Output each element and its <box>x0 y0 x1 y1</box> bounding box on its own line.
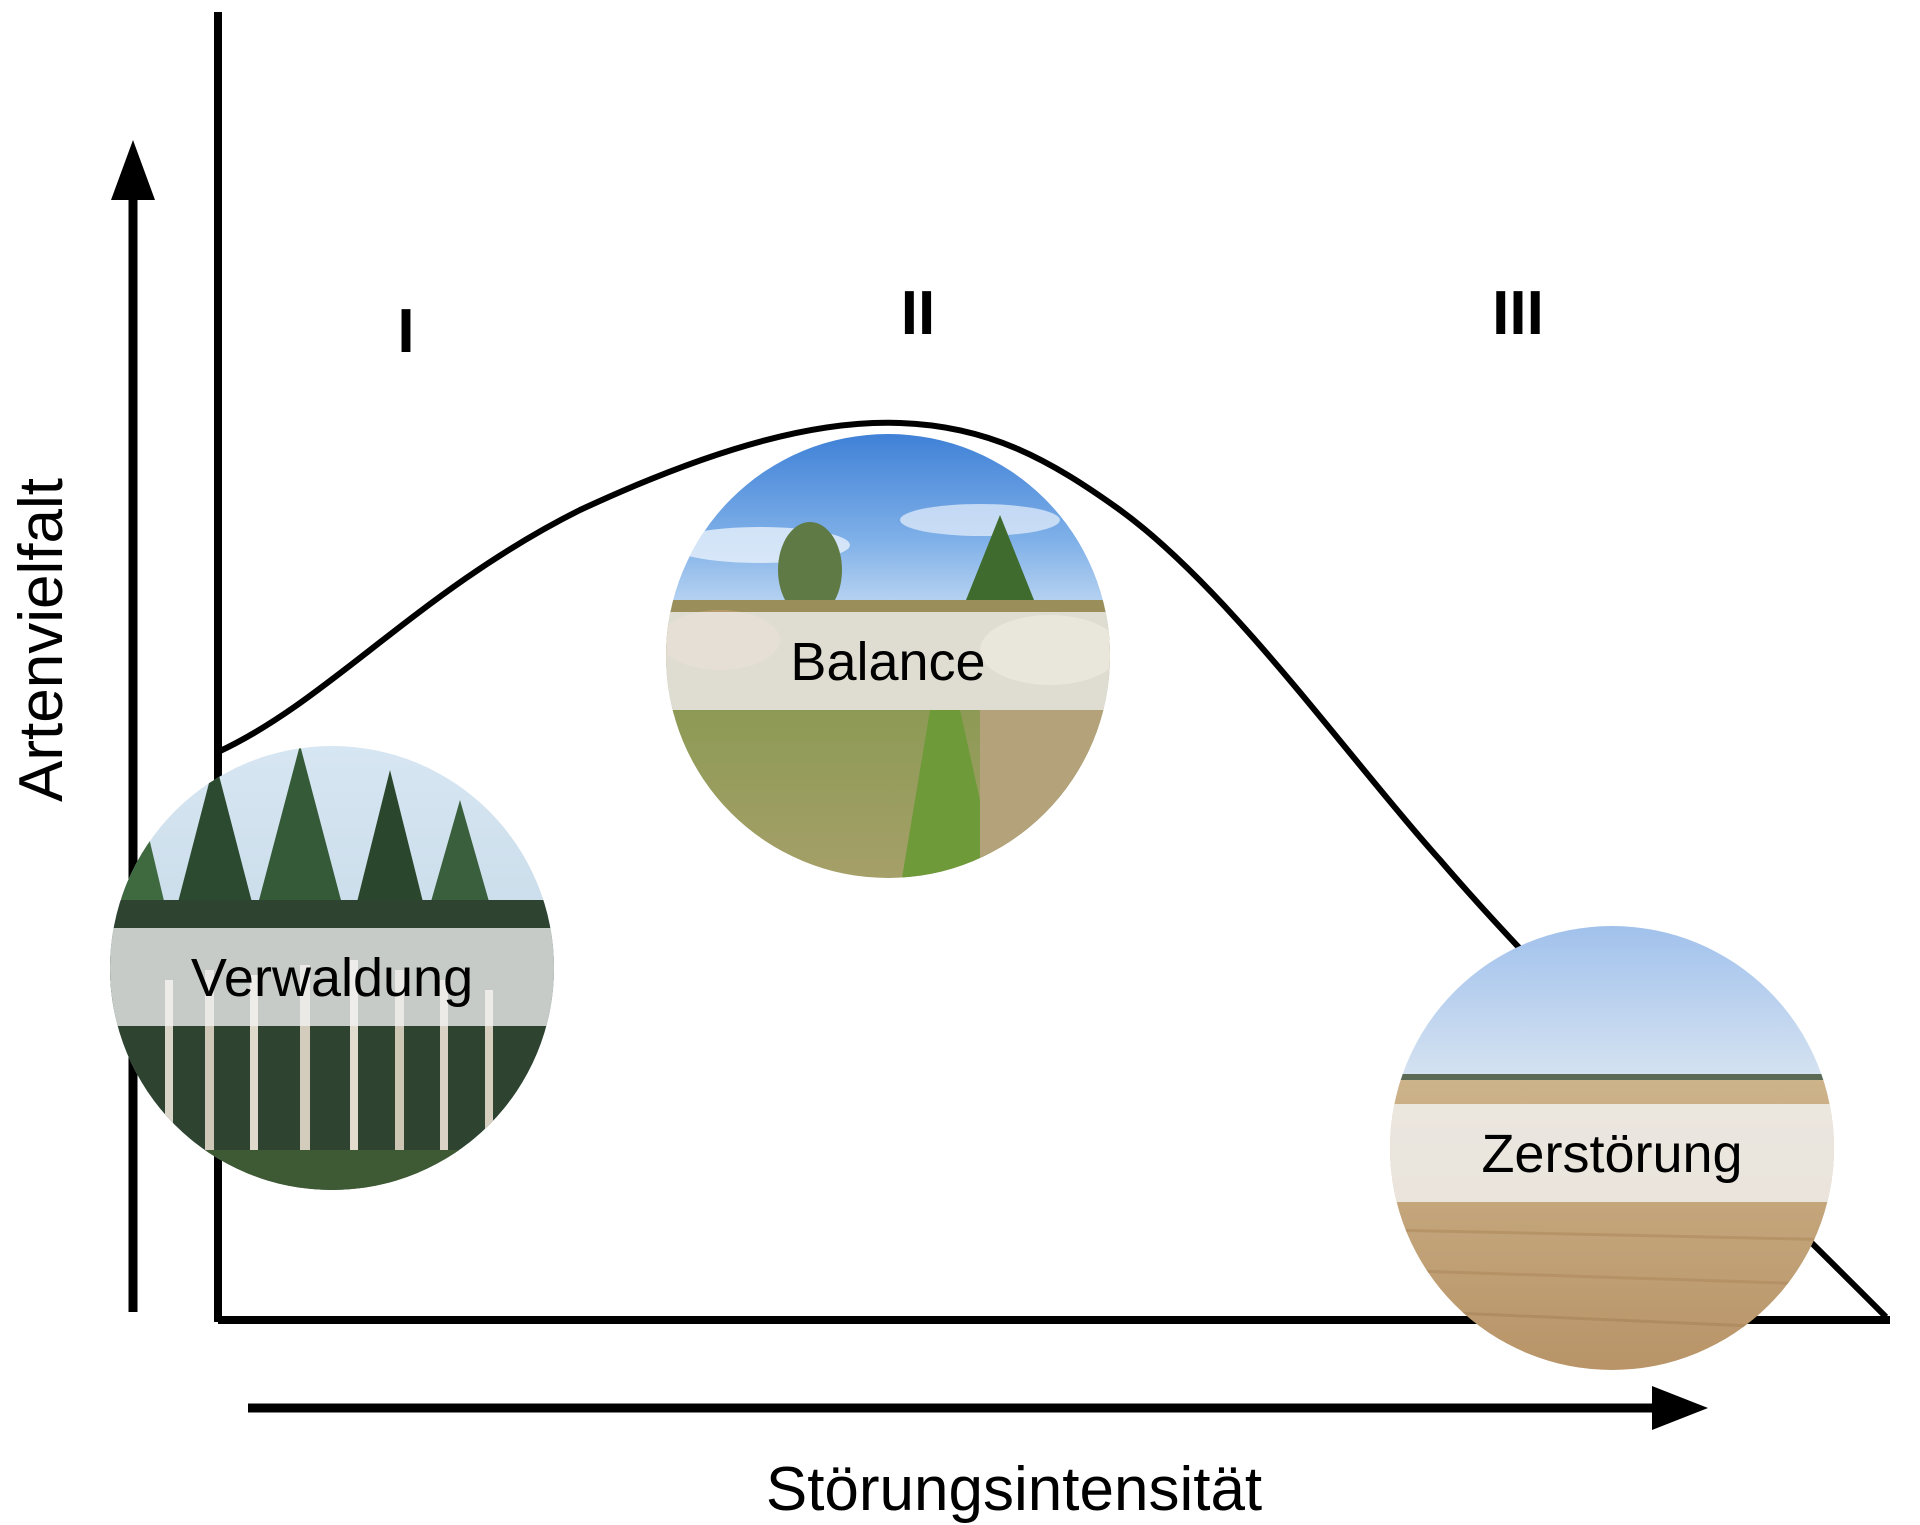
zone-label-2: II <box>901 279 935 348</box>
forest-label: Verwaldung <box>191 948 473 1008</box>
y-axis-label: Artenvielfalt <box>7 478 76 802</box>
x-axis-label: Störungsintensität <box>766 1455 1262 1524</box>
zone-labels: I II III <box>397 279 1543 366</box>
balance-label: Balance <box>790 632 985 692</box>
field-label: Zerstörung <box>1481 1124 1742 1184</box>
zone-label-3: III <box>1492 279 1544 348</box>
balance-label-band <box>666 612 1110 710</box>
x-arrow-head <box>1652 1386 1708 1430</box>
y-arrow-head <box>111 140 155 200</box>
forest-label-band <box>110 928 554 1026</box>
forest-photo: Verwaldung <box>110 746 554 1190</box>
zone-label-1: I <box>397 297 414 366</box>
field-label-band <box>1390 1104 1834 1202</box>
field-photo: Zerstörung <box>1390 926 1834 1370</box>
balance-photo: Balance <box>666 434 1110 878</box>
